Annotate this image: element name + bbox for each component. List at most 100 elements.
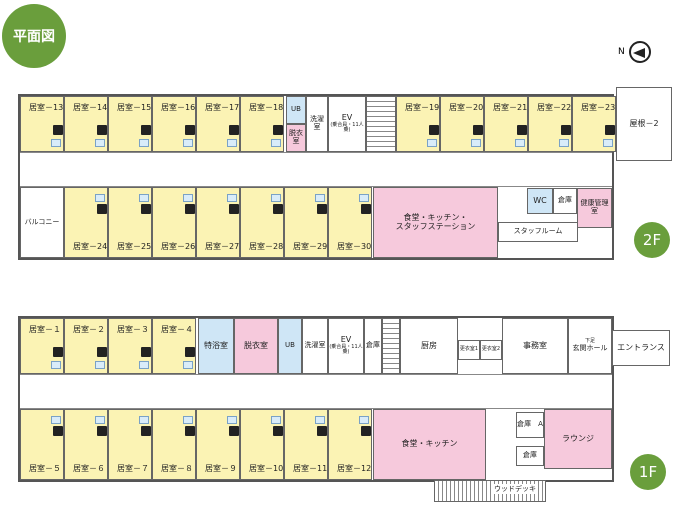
f1-locker-1-label: 更衣室1 [459, 346, 479, 353]
sink-icon [229, 125, 239, 135]
f2-ub: UB [286, 96, 306, 124]
floor-1-badge: 1F [630, 454, 666, 490]
f1-ev-label: EV [340, 335, 352, 345]
f2-balcony: バルコニー [20, 187, 64, 258]
toilet-icon [139, 416, 149, 424]
room-label: 居室－23 [581, 103, 616, 112]
floor-1-corridor [20, 374, 612, 409]
toilet-icon [183, 361, 193, 369]
f2-health-label: 健康管理室 [580, 199, 609, 215]
sink-icon [141, 347, 151, 357]
f1-dining-label: 食堂・キッチン [401, 439, 458, 449]
resident-room: 居室－15 [108, 96, 152, 152]
sink-icon [605, 125, 615, 135]
f1-dressing-label: 脱衣室 [244, 340, 268, 350]
resident-room: 居室－６ [64, 409, 108, 480]
resident-room: 居室－30 [328, 187, 372, 258]
room-label: 居室－２ [73, 325, 105, 334]
sink-icon [97, 347, 107, 357]
room-label: 居室－27 [205, 242, 240, 251]
toilet-icon [51, 416, 61, 424]
f1-kitchen: 厨房 [400, 318, 458, 374]
room-label: 居室－28 [249, 242, 284, 251]
sink-icon [273, 426, 283, 436]
room-label: 居室－19 [405, 103, 440, 112]
toilet-icon [271, 416, 281, 424]
toilet-icon [315, 194, 325, 202]
resident-room: 居室－１ [20, 318, 64, 374]
room-label: 居室－８ [161, 464, 193, 473]
f1-entrance: エントランス [612, 330, 670, 366]
resident-room: 居室－８ [152, 409, 196, 480]
resident-room: 居室－18 [240, 96, 284, 152]
f1-elevator: EV (乗合員・11人乗) [328, 318, 364, 374]
f2-laundry-label: 洗濯室 [310, 115, 324, 131]
room-label: 居室－15 [117, 103, 152, 112]
room-label: 居室－21 [493, 103, 528, 112]
toilet-icon [95, 194, 105, 202]
resident-room: 居室－29 [284, 187, 328, 258]
toilet-icon [427, 139, 437, 147]
sink-icon [273, 204, 283, 214]
f1-laundry-label: 洗濯室 [304, 341, 326, 350]
sink-icon [141, 426, 151, 436]
resident-room: 居室－５ [20, 409, 64, 480]
resident-room: 居室－７ [108, 409, 152, 480]
resident-room: 居室－10 [240, 409, 284, 480]
toilet-icon [183, 416, 193, 424]
toilet-icon [183, 139, 193, 147]
resident-room: 居室－12 [328, 409, 372, 480]
resident-room: 居室－24 [64, 187, 108, 258]
f2-dining-staff-station: 食堂・キッチン・ スタッフステーション [373, 187, 498, 258]
toilet-icon [139, 361, 149, 369]
f2-staff-room-label: スタッフルーム [513, 227, 563, 236]
f2-staff-room: スタッフルーム [498, 222, 578, 242]
f1-lounge-label: ラウンジ [562, 433, 594, 443]
sink-icon [53, 347, 63, 357]
resident-room: 居室－14 [64, 96, 108, 152]
f1-storage-label: 倉庫 [366, 341, 380, 350]
room-label: 居室－10 [249, 464, 284, 473]
f1-shoebox-label: 下足 [584, 338, 595, 345]
f2-dining-label: 食堂・キッチン・ スタッフステーション [395, 212, 476, 231]
room-label: 居室－３ [117, 325, 149, 334]
resident-room: 居室－２ [64, 318, 108, 374]
sink-icon [561, 125, 571, 135]
f1-storage-b: 倉庫 [516, 446, 544, 466]
resident-room: 居室－９ [196, 409, 240, 480]
room-label: 居室－７ [117, 464, 149, 473]
f1-locker-2-label: 更衣室2 [481, 346, 501, 353]
f1-office: 事務室 [502, 318, 568, 374]
f2-dressing-label: 脱衣室 [289, 129, 303, 145]
resident-room: 居室－13 [20, 96, 64, 152]
f1-storage-b-label: 倉庫 [523, 451, 537, 460]
toilet-icon [471, 139, 481, 147]
f1-lounge: ラウンジ [544, 409, 612, 469]
room-label: 居室－16 [161, 103, 196, 112]
room-label: 居室－17 [205, 103, 240, 112]
f1-ub-label: UB [285, 341, 295, 350]
f1-storage-a: 倉庫 A [516, 412, 544, 438]
resident-room: 居室－26 [152, 187, 196, 258]
f2-elevator: EV (乗合員・11人乗) [328, 96, 366, 152]
room-label: 居室－６ [73, 464, 105, 473]
sink-icon [97, 204, 107, 214]
f1-deck-label: ウッドデッキ [492, 484, 538, 494]
resident-room: 居室－25 [108, 187, 152, 258]
room-label: 居室－13 [29, 103, 64, 112]
sink-icon [185, 426, 195, 436]
sink-icon [361, 426, 371, 436]
toilet-icon [227, 194, 237, 202]
sink-icon [53, 125, 63, 135]
room-label: 居室－12 [337, 464, 372, 473]
floor-2-corridor [20, 152, 612, 187]
resident-room: 居室－11 [284, 409, 328, 480]
f1-office-label: 事務室 [523, 340, 547, 350]
f2-roof: 屋根－2 [616, 87, 672, 161]
resident-room: 居室－３ [108, 318, 152, 374]
toilet-icon [515, 139, 525, 147]
sink-icon [97, 426, 107, 436]
sink-icon [53, 426, 63, 436]
toilet-icon [559, 139, 569, 147]
room-label: 居室－26 [161, 242, 196, 251]
